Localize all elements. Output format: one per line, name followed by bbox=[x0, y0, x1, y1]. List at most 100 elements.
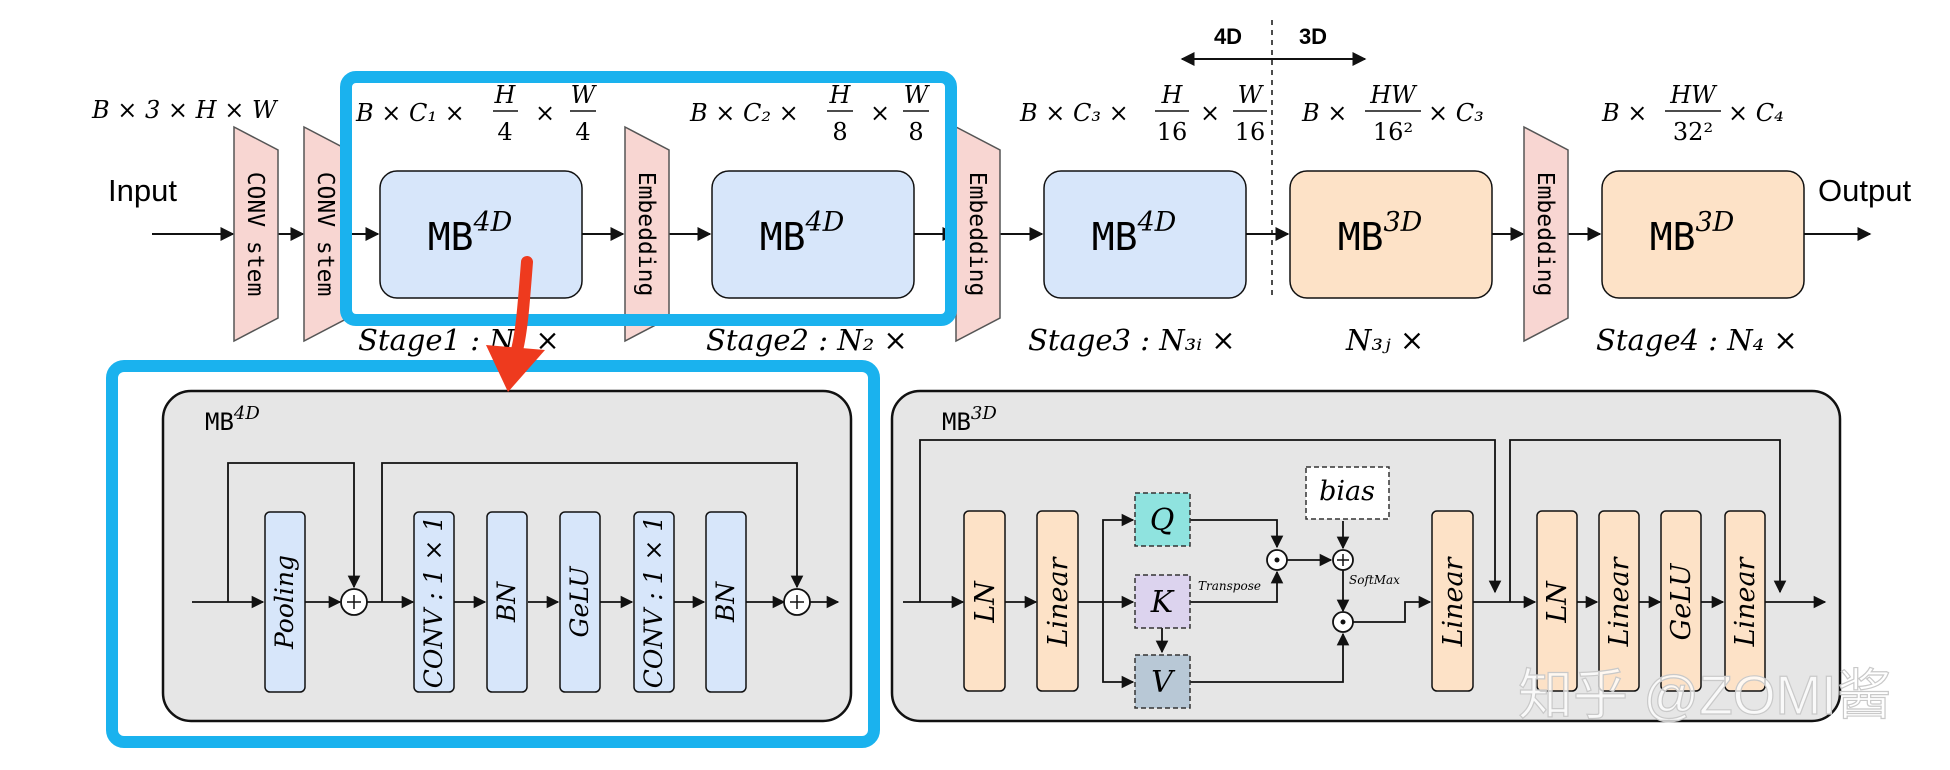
svg-text:HW: HW bbox=[1669, 81, 1718, 109]
pooling-block: Pooling bbox=[264, 511, 306, 693]
mb4d-detail-panel: MB4D bbox=[161, 389, 853, 723]
embedding-3: Embedding bbox=[1523, 125, 1569, 343]
svg-text:MB3D: MB3D bbox=[1338, 207, 1423, 259]
softmax-label: SoftMax bbox=[1349, 573, 1400, 587]
svg-text:CONV : 1 × 1: CONV : 1 × 1 bbox=[419, 516, 448, 689]
svg-text:MB4D: MB4D bbox=[428, 207, 513, 259]
svg-text:×: × bbox=[1200, 99, 1220, 127]
svg-text:Linear: Linear bbox=[1438, 555, 1469, 647]
bias-block: bias bbox=[1305, 466, 1390, 520]
circle-plus-icon bbox=[340, 588, 368, 616]
mb4d-block-stage2: MB4D bbox=[711, 170, 915, 299]
svg-text:4: 4 bbox=[497, 118, 512, 146]
label-3d: 3D bbox=[1299, 24, 1327, 49]
shape-stage4-prefix: B × bbox=[1601, 99, 1647, 127]
shape-stage2-prefix: B × C₂ × bbox=[689, 99, 799, 127]
shape-annotations: B × 3 × H × W B × C₁ × H 4 × W 4 B × C₂ … bbox=[91, 81, 1784, 146]
linear-block-1: Linear bbox=[1036, 510, 1079, 692]
svg-text:MB3D: MB3D bbox=[942, 403, 997, 436]
svg-text:bias: bias bbox=[1319, 476, 1375, 507]
svg-text:MB4D: MB4D bbox=[205, 403, 260, 436]
svg-text:BN: BN bbox=[492, 581, 521, 623]
svg-text:16: 16 bbox=[1235, 118, 1266, 146]
gelu-block-3d: GeLU bbox=[1660, 510, 1702, 692]
mb3d-detail-panel: MB3D bbox=[890, 389, 1842, 723]
svg-text:Linear: Linear bbox=[1730, 555, 1761, 647]
svg-text:GeLU: GeLU bbox=[1666, 562, 1697, 640]
q-block: Q bbox=[1134, 492, 1191, 547]
svg-text:32²: 32² bbox=[1673, 118, 1713, 146]
svg-text:K: K bbox=[1150, 585, 1175, 620]
svg-text:× C₃: × C₃ bbox=[1428, 99, 1484, 127]
gelu-block: GeLU bbox=[559, 511, 601, 693]
stage2-label: Stage2 : N₂ × bbox=[706, 323, 908, 357]
stage4-label: Stage4 : N₄ × bbox=[1596, 323, 1798, 357]
mb3d-block-stage3: MB3D bbox=[1289, 170, 1493, 299]
conv1x1-block-1: CONV : 1 × 1 bbox=[413, 511, 455, 693]
svg-text:BN: BN bbox=[711, 581, 740, 623]
svg-text:CONV stem: CONV stem bbox=[242, 172, 268, 297]
conv-stem-2: CONV stem bbox=[303, 125, 349, 343]
ln-block-2: LN bbox=[1536, 510, 1578, 692]
svg-text:Pooling: Pooling bbox=[270, 555, 299, 650]
svg-text:Embedding: Embedding bbox=[633, 172, 659, 297]
svg-text:Embedding: Embedding bbox=[1532, 172, 1558, 297]
svg-text:Linear: Linear bbox=[1043, 555, 1074, 647]
linear-out-block: Linear bbox=[1431, 510, 1474, 692]
svg-text:H: H bbox=[494, 81, 517, 109]
watermark: 知乎 @ZOMI酱 bbox=[1518, 664, 1892, 726]
conv1x1-block-2: CONV : 1 × 1 bbox=[633, 511, 675, 693]
svg-text:MB3D: MB3D bbox=[1650, 207, 1735, 259]
svg-text:Q: Q bbox=[1150, 503, 1175, 538]
svg-text:LN: LN bbox=[970, 580, 1001, 624]
svg-text:H: H bbox=[829, 81, 852, 109]
shape-input: B × 3 × H × W bbox=[91, 96, 279, 124]
bn-block-1: BN bbox=[486, 511, 528, 693]
mb4d-block-stage3: MB4D bbox=[1043, 170, 1247, 299]
transpose-label: Transpose bbox=[1198, 579, 1261, 593]
shape-stage3-prefix: B × C₃ × bbox=[1019, 99, 1129, 127]
shape-stage3b-prefix: B × bbox=[1301, 99, 1347, 127]
embedding-2: Embedding bbox=[955, 125, 1001, 343]
svg-text:MB4D: MB4D bbox=[1092, 207, 1177, 259]
svg-text:Linear: Linear bbox=[1604, 555, 1635, 647]
svg-text:V: V bbox=[1151, 665, 1176, 700]
svg-text:8: 8 bbox=[832, 118, 847, 146]
svg-text:HW: HW bbox=[1369, 81, 1418, 109]
linear-block-2: Linear bbox=[1598, 510, 1640, 692]
svg-text:H: H bbox=[1161, 81, 1184, 109]
v-block: V bbox=[1134, 654, 1191, 709]
dimension-header: 4D 3D bbox=[1180, 20, 1367, 300]
circle-dot-icon bbox=[1332, 611, 1354, 633]
svg-text:LN: LN bbox=[1542, 580, 1573, 624]
svg-text:GeLU: GeLU bbox=[565, 566, 594, 638]
svg-text:4: 4 bbox=[575, 118, 590, 146]
svg-text:16: 16 bbox=[1157, 118, 1188, 146]
label-4d: 4D bbox=[1214, 24, 1242, 49]
svg-text:×: × bbox=[535, 99, 555, 127]
circle-dot-icon bbox=[1266, 549, 1288, 571]
stage-labels: Stage1 : N₁ × Stage2 : N₂ × Stage3 : N₃ᵢ… bbox=[358, 323, 1798, 357]
conv-stem-1: CONV stem bbox=[233, 125, 279, 343]
circle-plus-icon bbox=[1332, 549, 1354, 571]
mb4d-block-stage1: MB4D bbox=[379, 170, 583, 299]
svg-text:8: 8 bbox=[908, 118, 923, 146]
svg-text:W: W bbox=[904, 81, 931, 109]
bn-block-2: BN bbox=[705, 511, 747, 693]
output-label: Output bbox=[1818, 173, 1911, 208]
svg-text:CONV : 1 × 1: CONV : 1 × 1 bbox=[639, 516, 668, 689]
svg-text:W: W bbox=[571, 81, 598, 109]
shape-stage1-prefix: B × C₁ × bbox=[355, 99, 465, 127]
svg-text:CONV stem: CONV stem bbox=[312, 172, 338, 297]
linear-block-3: Linear bbox=[1724, 510, 1766, 692]
stage3-label: Stage3 : N₃ᵢ × bbox=[1028, 323, 1236, 357]
red-pointer-arrow-icon bbox=[486, 256, 545, 392]
svg-text:W: W bbox=[1238, 81, 1265, 109]
mb3d-block-stage4: MB3D bbox=[1601, 170, 1805, 299]
svg-text:MB4D: MB4D bbox=[760, 207, 845, 259]
svg-text:16²: 16² bbox=[1373, 118, 1413, 146]
n3j-label: N₃ⱼ × bbox=[1345, 323, 1424, 357]
stage-highlight-box bbox=[340, 71, 957, 326]
k-block: K bbox=[1134, 574, 1191, 629]
